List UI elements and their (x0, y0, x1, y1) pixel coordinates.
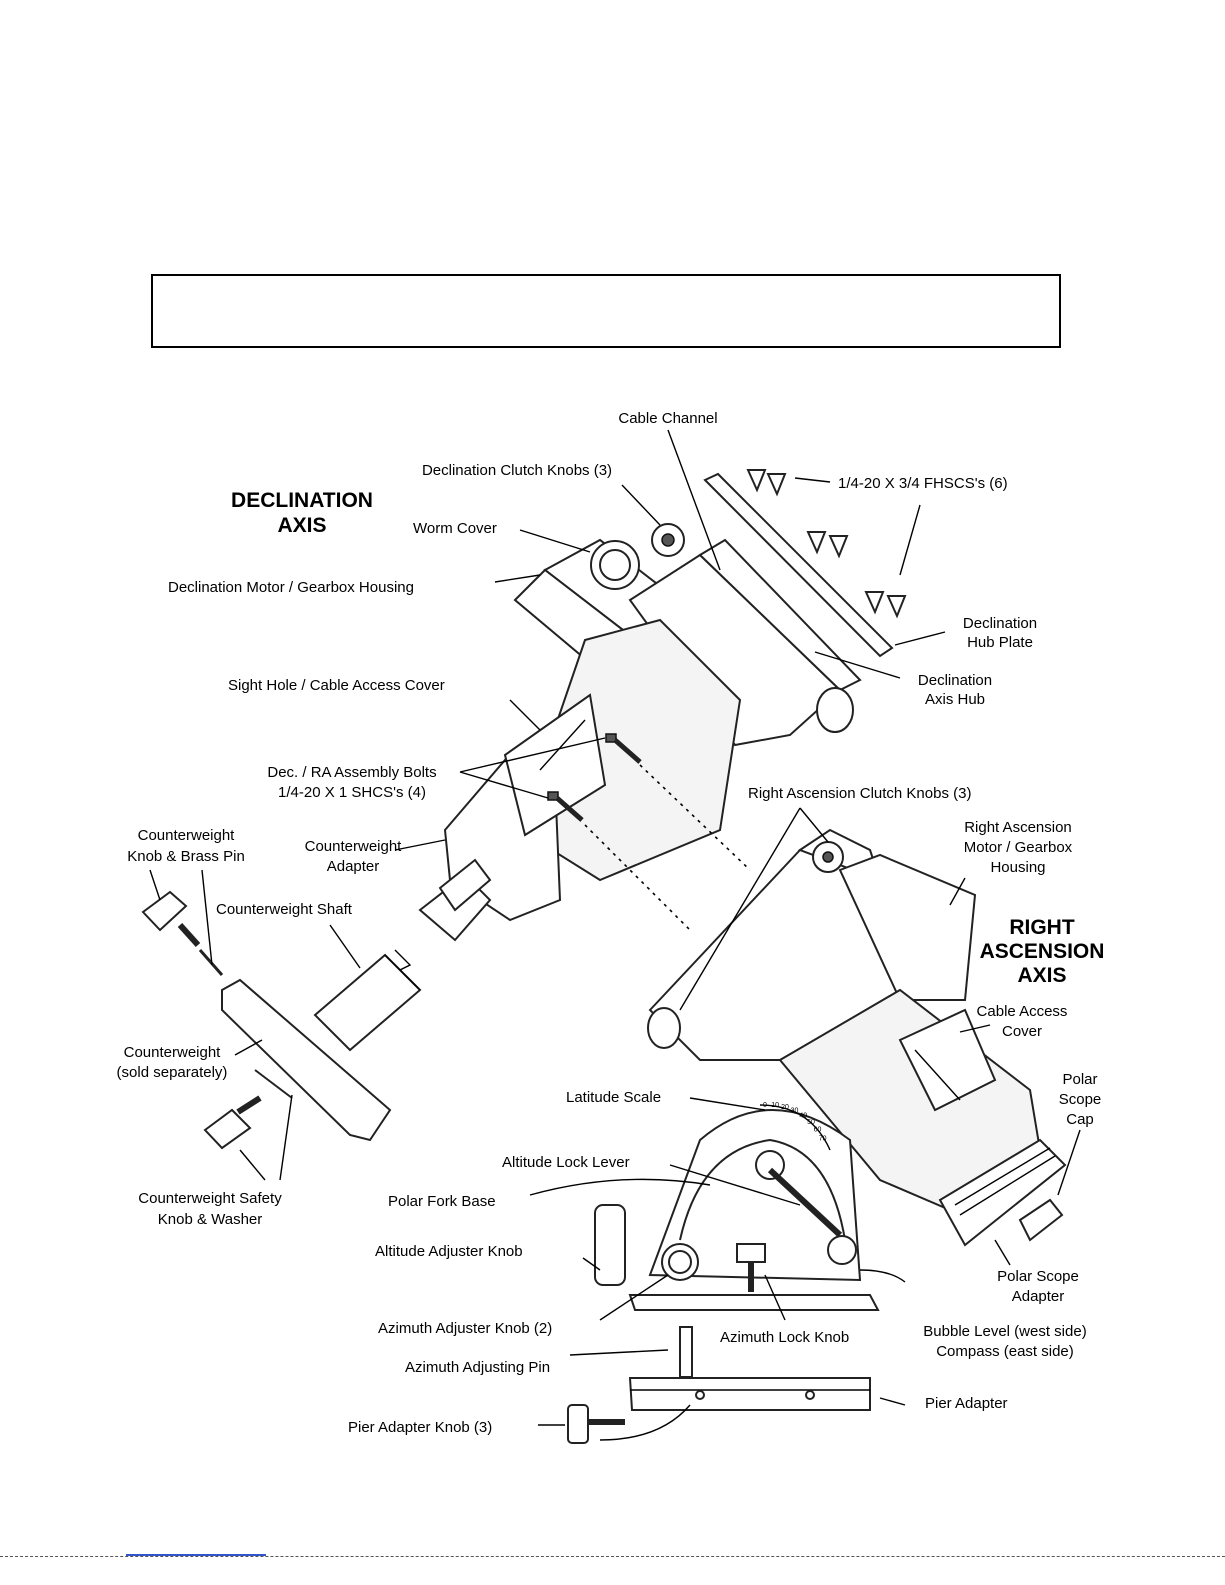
counterweight-knob (141, 890, 224, 976)
label-azimuth-lock: Azimuth Lock Knob (720, 1329, 849, 1346)
label-ra-clutch-knobs: Right Ascension Clutch Knobs (3) (748, 785, 971, 802)
label-pier-knob: Pier Adapter Knob (3) (348, 1419, 492, 1436)
footer-link-underline (126, 1554, 266, 1556)
label-polar-cap-3: Cap (1066, 1111, 1094, 1128)
latitude-tick-label: 0 (763, 1102, 767, 1109)
alignment-line-1 (639, 764, 751, 871)
ra-axis-title-3: AXIS (1017, 964, 1066, 987)
assembly-bolt-2 (547, 791, 584, 822)
latitude-tick-label: 40 (799, 1113, 807, 1120)
axis-titles: DECLINATION AXIS RIGHT ASCENSION AXIS (231, 489, 1104, 987)
label-polar-cap-2: Scope (1059, 1091, 1102, 1108)
label-cable-access-1: Cable Access (977, 1003, 1068, 1020)
label-bubble-2: Compass (east side) (936, 1343, 1074, 1360)
label-counterweight-2: (sold separately) (117, 1064, 228, 1081)
polar-fork-base (594, 1104, 880, 1311)
label-dec-axis-hub-2: Axis Hub (925, 691, 985, 708)
dec-hub-plate (703, 472, 894, 658)
latitude-tick-label: 50 (807, 1119, 815, 1126)
label-assembly-bolts-2: 1/4-20 X 1 SHCS's (4) (278, 784, 426, 801)
title-box (151, 274, 1061, 348)
counterweight-safety-knob (203, 1069, 293, 1150)
dec-axis-title-1: DECLINATION (231, 489, 373, 512)
azimuth-adjusting-pin (679, 1326, 693, 1378)
label-cw-knob-1: Counterweight (138, 827, 236, 844)
label-cw-adapter-1: Counterweight (305, 838, 403, 855)
label-ra-motor-2: Motor / Gearbox (964, 839, 1073, 856)
sight-hole-cover (503, 693, 607, 837)
latitude-tick-label: 10 (771, 1102, 779, 1109)
polar-scope-cap (1018, 1198, 1064, 1242)
label-dec-hub-plate-2: Hub Plate (967, 634, 1033, 651)
label-polar-fork: Polar Fork Base (388, 1193, 496, 1210)
label-latitude-scale: Latitude Scale (566, 1089, 661, 1106)
fhscs-screws (746, 469, 907, 619)
leader-lines (149, 429, 1081, 1441)
ra-axis-title-2: ASCENSION (980, 940, 1105, 963)
dec-axis-title-2: AXIS (277, 514, 326, 537)
counterweight-shaft (313, 858, 492, 1052)
label-ra-motor-3: Housing (990, 859, 1045, 876)
footer-rule (0, 1556, 1225, 1557)
label-sight-hole: Sight Hole / Cable Access Cover (228, 677, 445, 694)
latitude-tick-label: 30 (791, 1107, 799, 1114)
ra-clutch-knob-center (822, 851, 834, 863)
alignment-line-2 (584, 824, 691, 931)
label-ra-motor-1: Right Ascension (964, 819, 1072, 836)
fork-inner (679, 1138, 846, 1241)
altitude-adjuster-knob (594, 1204, 626, 1286)
fork-base-plate (628, 1294, 880, 1311)
label-worm-cover: Worm Cover (413, 520, 497, 537)
ra-clutch-knob-end (647, 1007, 681, 1049)
ra-motor-housing (838, 853, 977, 1001)
ra-assembly (647, 828, 1067, 1247)
label-dec-axis-hub-1: Declination (918, 672, 992, 689)
pier-adapter (628, 1377, 871, 1411)
label-dec-hub-plate-1: Declination (963, 615, 1037, 632)
label-azimuth-pin: Azimuth Adjusting Pin (405, 1359, 550, 1376)
label-cable-access-2: Cover (1002, 1023, 1042, 1040)
cable-access-cover (898, 1008, 997, 1112)
label-dec-motor-housing: Declination Motor / Gearbox Housing (168, 579, 414, 596)
label-pier-adapter: Pier Adapter (925, 1395, 1008, 1412)
latitude-tick-label: 70 (819, 1136, 827, 1143)
label-altitude-adjuster: Altitude Adjuster Knob (375, 1243, 523, 1260)
label-altitude-lock: Altitude Lock Lever (502, 1154, 630, 1171)
label-fhscs: 1/4-20 X 3/4 FHSCS's (6) (838, 475, 1008, 492)
dec-hub-end-knob (816, 687, 854, 733)
label-polar-adapter-2: Adapter (1012, 1288, 1065, 1305)
label-azimuth-adjuster: Azimuth Adjuster Knob (2) (378, 1320, 552, 1337)
pier-adapter-knob (567, 1404, 625, 1444)
latitude-tick-label: 20 (781, 1104, 789, 1111)
label-cable-channel: Cable Channel (618, 410, 717, 427)
latitude-scale-arc (759, 1104, 831, 1151)
part-labels: Cable Channel Declination Clutch Knobs (… (117, 410, 1102, 1436)
azimuth-lock-knob (736, 1243, 766, 1263)
label-polar-adapter-1: Polar Scope (997, 1268, 1079, 1285)
counterweight (221, 978, 392, 1142)
dec-axis-hub-top (698, 538, 862, 692)
label-counterweight-1: Counterweight (124, 1044, 222, 1061)
label-polar-cap-1: Polar (1062, 1071, 1097, 1088)
altitude-lock-lever-knob (827, 1235, 857, 1265)
label-cw-adapter-2: Adapter (327, 858, 380, 875)
worm-cover-inner (599, 549, 631, 581)
label-cw-shaft: Counterweight Shaft (216, 901, 353, 918)
label-cw-knob-2: Knob & Brass Pin (127, 848, 245, 865)
ra-axis-title-1: RIGHT (1009, 916, 1075, 939)
label-dec-clutch-knobs: Declination Clutch Knobs (3) (422, 462, 612, 479)
label-cw-safety-2: Knob & Washer (158, 1211, 263, 1228)
latitude-tick-label: 60 (814, 1127, 822, 1134)
assembly-bolt-1 (605, 733, 642, 764)
dec-clutch-knob-center (661, 533, 675, 547)
fork-pivot (755, 1150, 785, 1180)
label-bubble-1: Bubble Level (west side) (923, 1323, 1086, 1340)
polar-scope-adapter (938, 1138, 1067, 1247)
label-assembly-bolts-1: Dec. / RA Assembly Bolts (267, 764, 436, 781)
label-cw-safety-1: Counterweight Safety (138, 1190, 282, 1207)
